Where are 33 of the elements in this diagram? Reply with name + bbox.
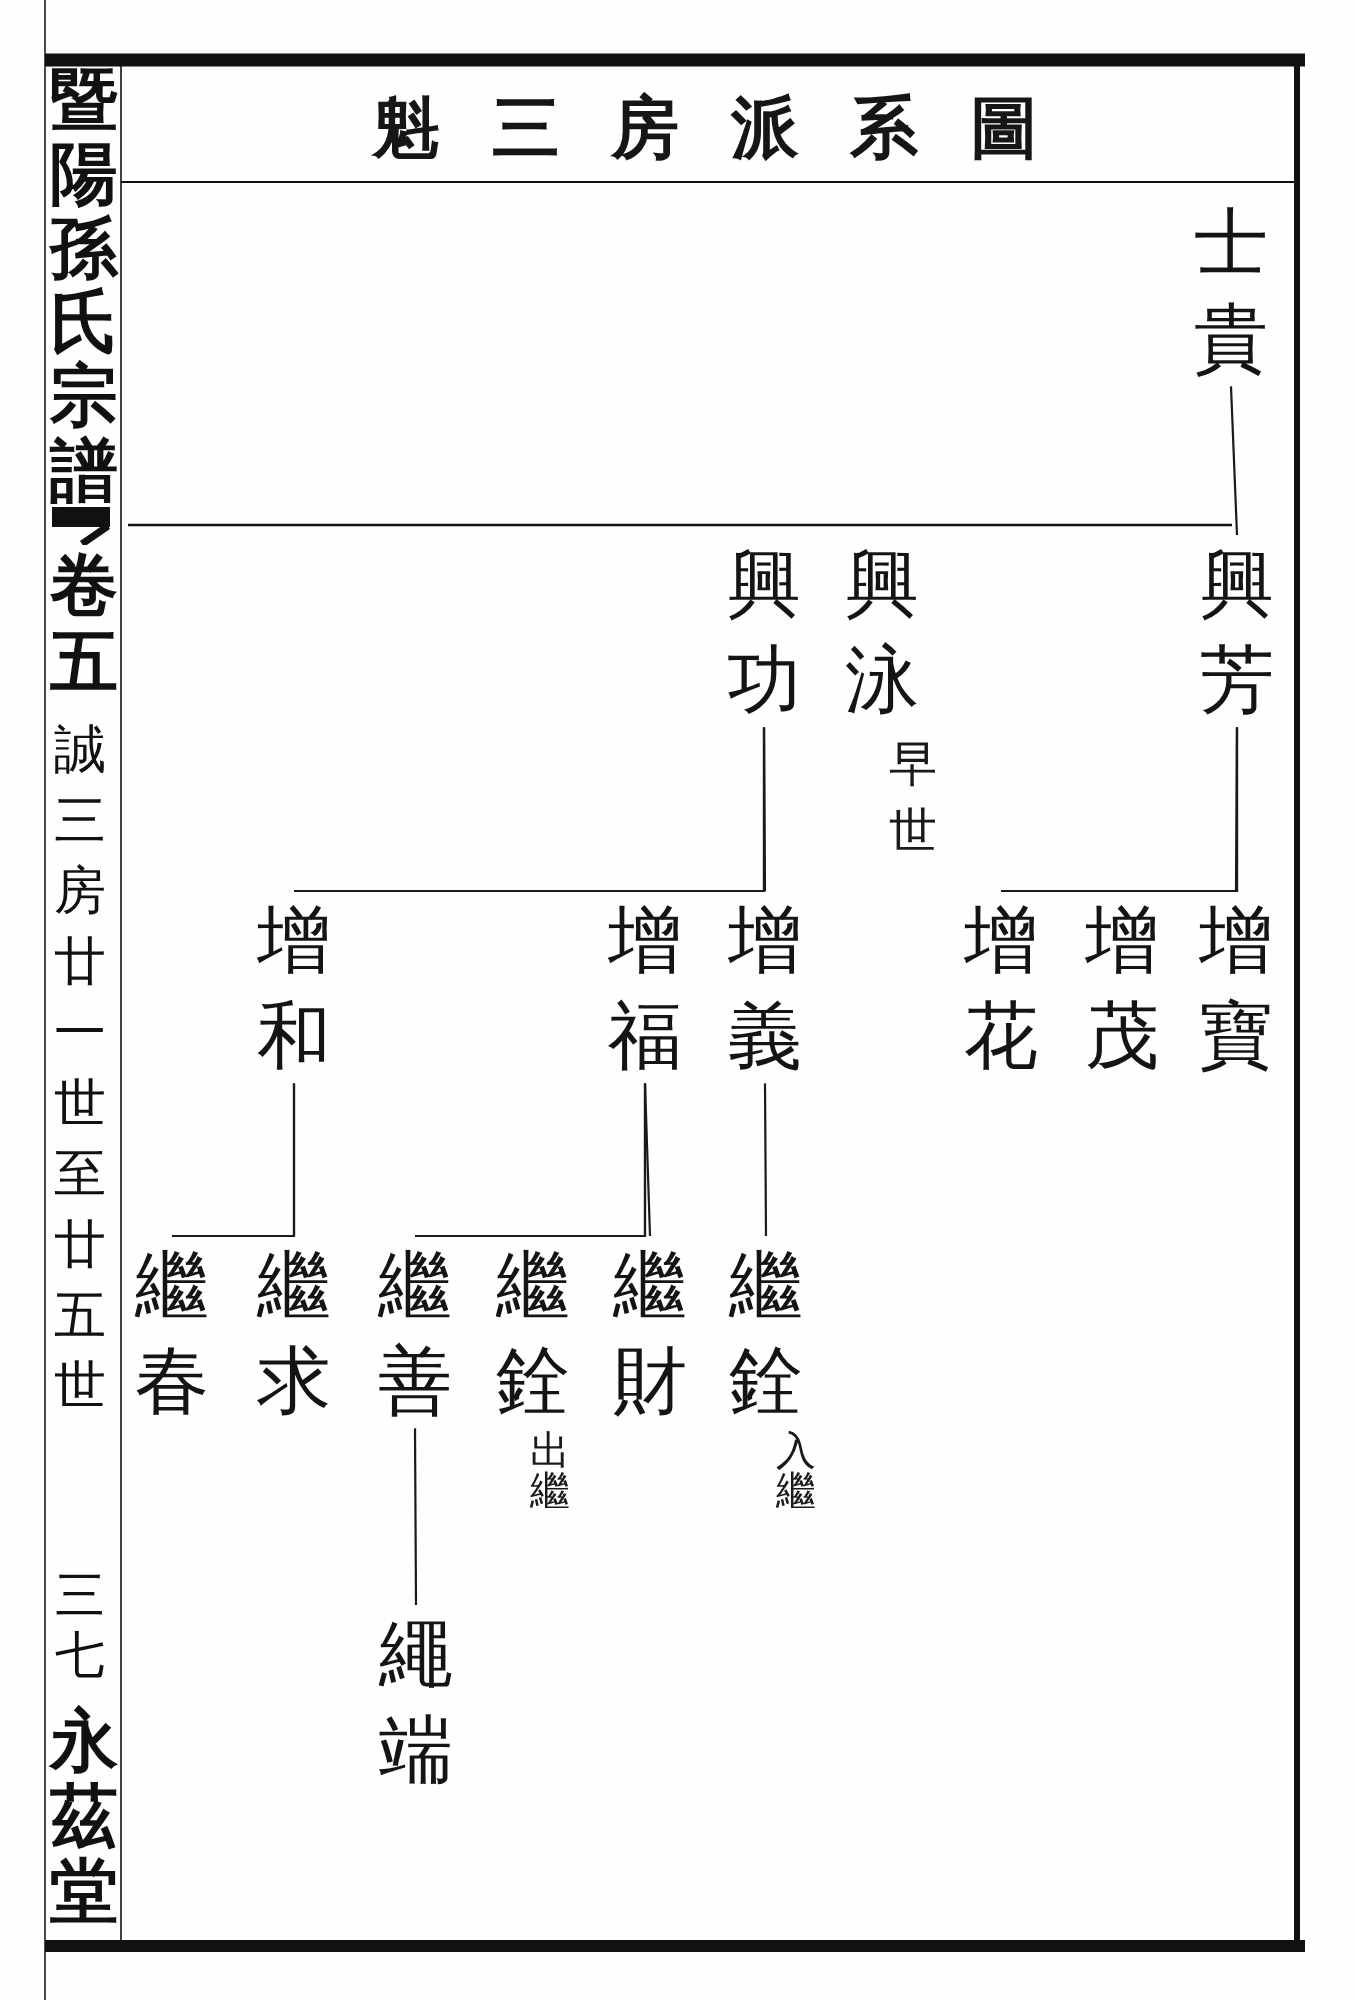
book-title: 暨陽孫氏宗譜 xyxy=(50,62,118,507)
page-number: 三七 xyxy=(55,1565,105,1685)
lineage-line xyxy=(1229,386,1239,536)
person-name: 繩端 xyxy=(379,1605,453,1798)
person-name: 繼善 xyxy=(378,1236,452,1429)
person-name: 繼銓 xyxy=(729,1236,803,1429)
person-name: 增花 xyxy=(964,891,1038,1084)
person-name: 興芳 xyxy=(1200,535,1274,728)
person-name: 繼銓 xyxy=(496,1236,570,1429)
lineage-line xyxy=(1001,727,1239,893)
person-name: 增茂 xyxy=(1085,891,1159,1084)
note-text: 入繼 xyxy=(776,1430,816,1510)
hall-name: 永茲堂 xyxy=(50,1703,118,1928)
lineage-line xyxy=(413,1428,418,1605)
person-name: 繼求 xyxy=(257,1236,331,1429)
lineage-line xyxy=(415,1083,647,1238)
volume-number: 卷五 xyxy=(50,546,118,700)
section-heading: 誠三房廿一世至廿五世 xyxy=(54,718,106,1418)
note-text: 出繼 xyxy=(530,1430,570,1510)
person-name: 增和 xyxy=(257,891,331,1084)
person-name: 士貴 xyxy=(1194,194,1268,387)
lineage-line xyxy=(763,1083,768,1236)
lineage-line xyxy=(172,1083,296,1238)
lineage-line xyxy=(294,727,766,893)
person-name: 繼財 xyxy=(613,1236,687,1429)
chart-title: 魁三房派系圖 xyxy=(372,90,1038,165)
person-name: 增義 xyxy=(728,891,802,1084)
person-name: 興泳 xyxy=(845,535,919,728)
note-text: 早世 xyxy=(889,734,937,861)
person-name: 繼春 xyxy=(135,1236,209,1429)
person-name: 興功 xyxy=(727,535,801,728)
person-name: 增福 xyxy=(608,891,682,1084)
person-name: 增寶 xyxy=(1199,891,1273,1084)
